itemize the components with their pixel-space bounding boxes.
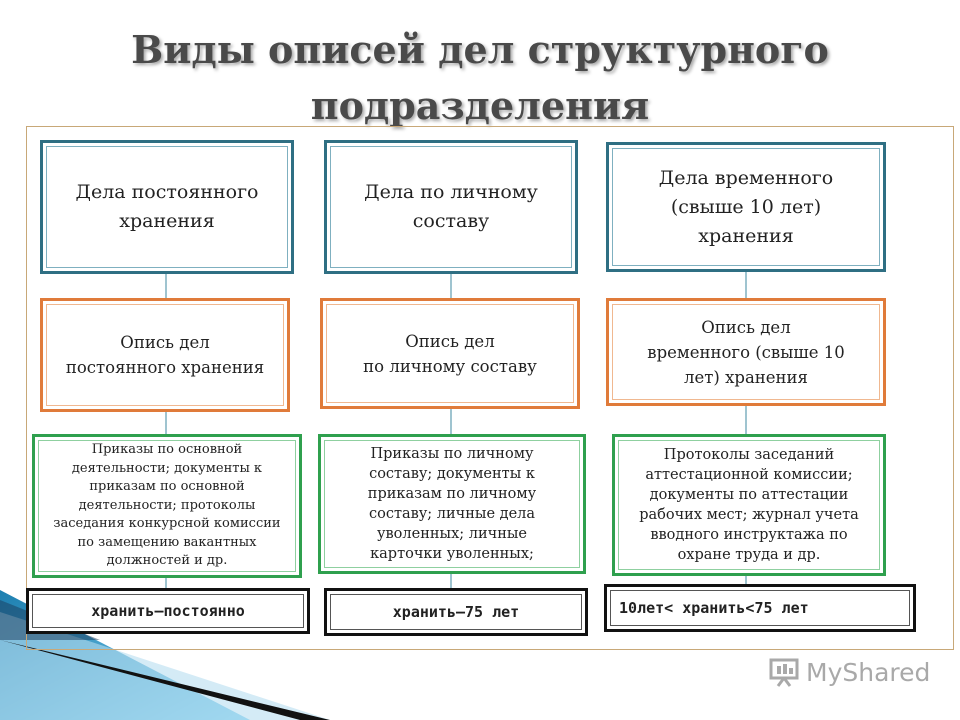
category-box-personnel: Дела по личному составу xyxy=(324,140,578,274)
category-box-permanent: Дела постоянного хранения xyxy=(40,140,294,274)
documents-box-personnel: Приказы по личному составу; документы к … xyxy=(318,434,586,574)
inventory-box-temporary: Опись дел временного (свыше 10 лет) хран… xyxy=(606,298,886,406)
retention-box-temporary: 10лет< хранить<75 лет xyxy=(604,584,916,632)
category-box-temporary: Дела временного (свыше 10 лет) хранения xyxy=(606,142,886,272)
watermark: MyShared xyxy=(768,656,930,688)
page-title: Виды описей дел структурного подразделен… xyxy=(131,27,829,128)
documents-box-permanent: Приказы по основной деятельности; докуме… xyxy=(32,434,302,578)
retention-box-permanent: хранить–постоянно xyxy=(26,588,310,634)
retention-box-personnel: хранить–75 лет xyxy=(324,588,588,636)
presentation-board-icon xyxy=(769,658,799,687)
inventory-box-personnel: Опись дел по личному составу xyxy=(320,298,580,409)
documents-box-temporary: Протоколы заседаний аттестационной комис… xyxy=(612,434,886,576)
black-stripe xyxy=(0,640,330,720)
watermark-text: MyShared xyxy=(806,657,931,687)
inventory-box-permanent: Опись дел постоянного хранения xyxy=(40,298,290,412)
diagram-frame xyxy=(26,126,954,650)
